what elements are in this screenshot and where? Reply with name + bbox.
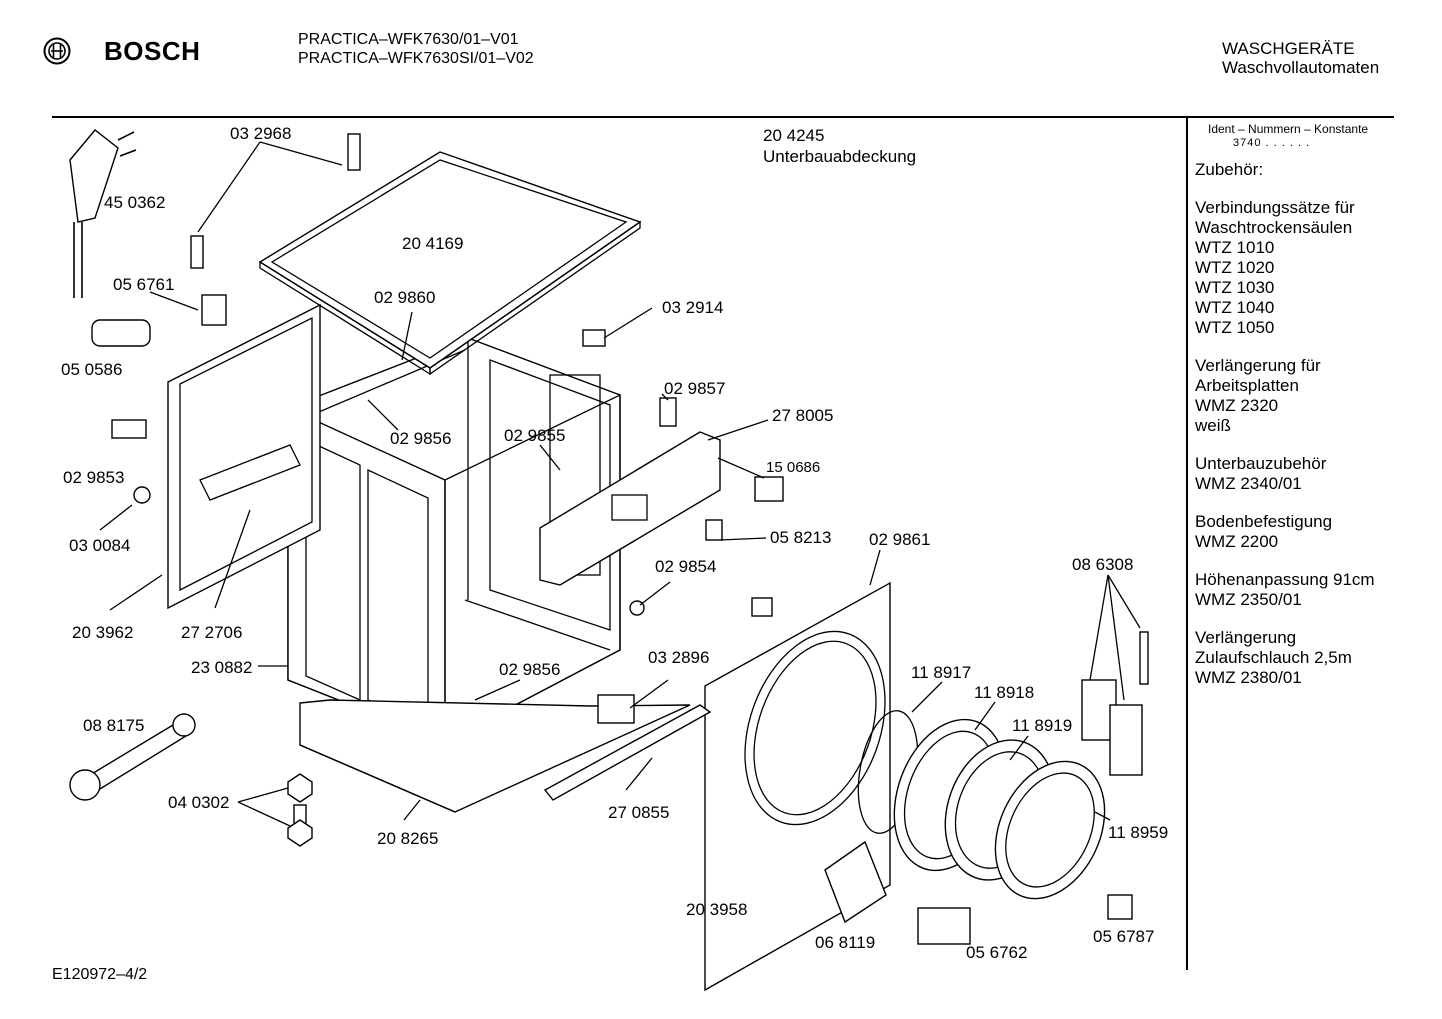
accessory-group-2: Verlängerung für Arbeitsplatten WMZ 2320… bbox=[1195, 356, 1435, 436]
small-parts-drawing bbox=[91, 133, 1149, 945]
part-label-056787: 05 6787 bbox=[1093, 927, 1154, 946]
accessory-line: Verbindungssätze für bbox=[1195, 198, 1355, 217]
part-label-032896: 03 2896 bbox=[648, 648, 709, 667]
accessory-line: WTZ 1030 bbox=[1195, 278, 1275, 297]
part-label-040302: 04 0302 bbox=[168, 793, 229, 812]
part-label-270855: 27 0855 bbox=[608, 803, 669, 822]
accessory-group-1: Verbindungssätze für Waschtrockensäulen … bbox=[1195, 198, 1435, 338]
accessory-line: WTZ 1050 bbox=[1195, 318, 1275, 337]
accessory-line: WMZ 2340/01 bbox=[1195, 474, 1302, 493]
accessory-group-6: Verlängerung Zulaufschlauch 2,5m WMZ 238… bbox=[1195, 628, 1435, 688]
part-label-056761: 05 6761 bbox=[113, 275, 174, 294]
part-label-050586: 05 0586 bbox=[61, 360, 122, 379]
accessory-line: Verlängerung bbox=[1195, 628, 1297, 647]
top-cover-drawing bbox=[258, 151, 642, 376]
category-title: WASCHGERÄTE bbox=[1222, 39, 1355, 58]
base-plate-drawing bbox=[299, 699, 691, 813]
part-label-056762: 05 6762 bbox=[966, 943, 1027, 962]
part-label-029855: 02 9855 bbox=[504, 426, 565, 445]
part-label-118919: 11 8919 bbox=[1012, 716, 1072, 735]
accessory-line: weiß bbox=[1195, 416, 1231, 435]
part-label-086308: 08 6308 bbox=[1072, 555, 1133, 574]
accessories-sidebar: Ident – Nummern – Konstante 3740 . . . .… bbox=[1195, 122, 1435, 688]
part-label-032968: 03 2968 bbox=[230, 124, 291, 143]
part-label-029856-a: 02 9856 bbox=[390, 429, 451, 448]
accessory-line: WMZ 2350/01 bbox=[1195, 590, 1302, 609]
accessory-line: WMZ 2200 bbox=[1195, 532, 1279, 551]
accessory-line: WMZ 2320 bbox=[1195, 396, 1279, 415]
part-label-150686: 15 0686 bbox=[766, 459, 820, 476]
part-label-204169: 20 4169 bbox=[402, 234, 463, 253]
accessory-line: WMZ 2380/01 bbox=[1195, 668, 1302, 687]
accessory-line: Arbeitsplatten bbox=[1195, 376, 1299, 395]
accessory-line: Bodenbefestigung bbox=[1195, 512, 1333, 531]
door-rings-drawing bbox=[857, 710, 1106, 900]
part-label-030084: 03 0084 bbox=[69, 536, 130, 555]
brand-name: BOSCH bbox=[104, 36, 201, 66]
bosch-logo-icon bbox=[43, 37, 71, 65]
front-panel-drawing bbox=[704, 581, 891, 992]
accessory-line: Höhenanpassung 91cm bbox=[1195, 570, 1375, 589]
model-title-2: PRACTICA–WFK7630SI/01–V02 bbox=[298, 50, 534, 67]
part-label-118917: 11 8917 bbox=[911, 663, 971, 682]
part-label-208265: 20 8265 bbox=[377, 829, 438, 848]
exploded-parts-diagram: 03 2968 45 0362 20 4245 Unterbauabdeckun… bbox=[61, 124, 1168, 992]
ident-value: 3740 . . . . . . bbox=[1233, 137, 1311, 149]
part-label-029853: 02 9853 bbox=[63, 468, 124, 487]
leader-lines bbox=[99, 141, 1141, 827]
footer-code: E120972–4/2 bbox=[52, 966, 148, 983]
part-label-029861: 02 9861 bbox=[869, 530, 930, 549]
accessory-group-4: Bodenbefestigung WMZ 2200 bbox=[1195, 512, 1435, 552]
part-label-032914: 03 2914 bbox=[662, 298, 723, 317]
part-label-203958: 20 3958 bbox=[686, 900, 747, 919]
header-divider bbox=[52, 116, 1394, 118]
accessories-heading: Zubehör: bbox=[1195, 160, 1264, 179]
part-label-118918: 11 8918 bbox=[974, 683, 1034, 702]
part-label-029860: 02 9860 bbox=[374, 288, 435, 307]
part-label-204245-name: Unterbauabdeckung bbox=[763, 147, 916, 166]
accessory-line: WTZ 1040 bbox=[1195, 298, 1275, 317]
foot-nut-drawing bbox=[287, 773, 313, 847]
accessory-line: Unterbauzubehör bbox=[1195, 454, 1327, 473]
wrench-drawing bbox=[69, 713, 196, 801]
part-label-278005: 27 8005 bbox=[772, 406, 833, 425]
part-label-058213: 05 8213 bbox=[770, 528, 831, 547]
control-panel-bracket-drawing bbox=[539, 431, 721, 586]
model-title-1: PRACTICA–WFK7630/01–V01 bbox=[298, 31, 519, 48]
part-label-088175: 08 8175 bbox=[83, 716, 144, 735]
power-plug-drawing bbox=[69, 129, 137, 298]
sidebar-divider bbox=[1186, 118, 1188, 970]
part-label-029856-b: 02 9856 bbox=[499, 660, 560, 679]
part-label-068119: 06 8119 bbox=[815, 933, 875, 952]
accessory-line: WTZ 1020 bbox=[1195, 258, 1275, 277]
part-label-204245: 20 4245 bbox=[763, 126, 824, 145]
part-label-029854: 02 9854 bbox=[655, 557, 716, 576]
part-label-029857: 02 9857 bbox=[664, 379, 725, 398]
accessory-line: Zulaufschlauch 2,5m bbox=[1195, 648, 1352, 667]
part-label-230882: 23 0882 bbox=[191, 658, 252, 677]
part-label-272706: 27 2706 bbox=[181, 623, 242, 642]
accessory-group-3: Unterbauzubehör WMZ 2340/01 bbox=[1195, 454, 1435, 494]
part-label-203962: 20 3962 bbox=[72, 623, 133, 642]
accessory-line: Waschtrockensäulen bbox=[1195, 218, 1353, 237]
part-label-450362: 45 0362 bbox=[104, 193, 165, 212]
side-panel-drawing bbox=[167, 303, 321, 610]
accessory-line: Verlängerung für bbox=[1195, 356, 1321, 375]
accessory-line: WTZ 1010 bbox=[1195, 238, 1275, 257]
part-label-118959: 11 8959 bbox=[1108, 823, 1168, 842]
accessory-group-5: Höhenanpassung 91cm WMZ 2350/01 bbox=[1195, 570, 1435, 610]
ident-header: Ident – Nummern – Konstante bbox=[1208, 122, 1369, 136]
cabinet-body-drawing bbox=[287, 337, 621, 751]
subcategory-title: Waschvollautomaten bbox=[1222, 58, 1380, 77]
